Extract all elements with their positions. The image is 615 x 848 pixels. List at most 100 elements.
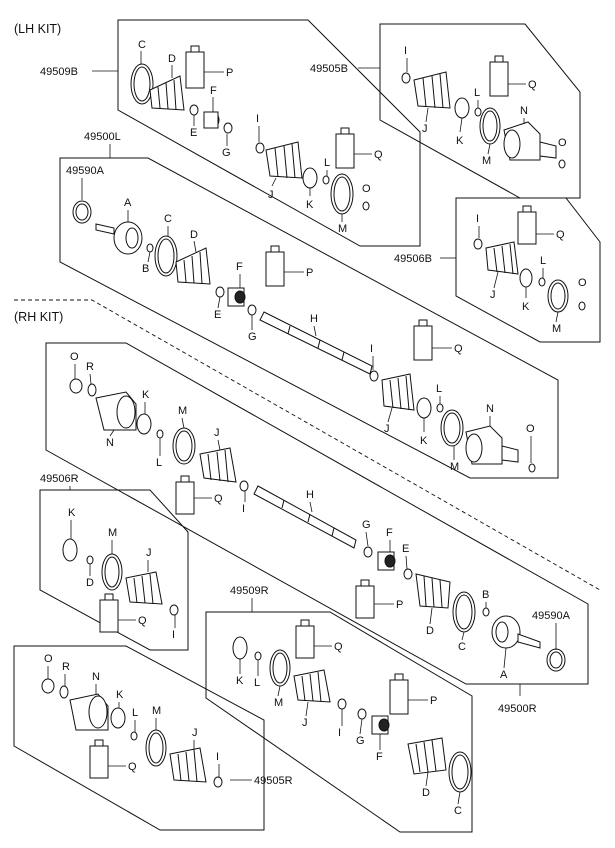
- small-ring: [254, 651, 262, 661]
- small-ring: [538, 277, 546, 287]
- grease-tube: [175, 481, 195, 515]
- snap-ring: [215, 286, 225, 298]
- small-ring: [130, 731, 138, 741]
- svg-text:P: P: [306, 267, 313, 279]
- large-clamp: [440, 409, 464, 447]
- svg-text:G: G: [356, 735, 365, 747]
- small-ring: [86, 555, 94, 565]
- lh-kit-heading: (LH KIT): [14, 22, 61, 36]
- group-49505b-outline: [379, 23, 581, 199]
- svg-text:O: O: [558, 137, 567, 149]
- rh-kit-heading: (RH KIT): [14, 310, 63, 324]
- svg-text:I: I: [256, 113, 259, 125]
- svg-text:J: J: [146, 547, 152, 559]
- svg-text:Q: Q: [214, 493, 223, 505]
- boot: [407, 737, 447, 775]
- circlip: [169, 604, 179, 616]
- svg-text:Q: Q: [334, 641, 343, 653]
- svg-text:K: K: [456, 135, 464, 147]
- svg-text:Q: Q: [138, 615, 147, 627]
- group-49500r-outline: [45, 342, 589, 685]
- svg-text:L: L: [254, 677, 260, 689]
- small-ring: [436, 403, 444, 413]
- svg-text:E: E: [402, 543, 409, 555]
- group-49506r-outline: [39, 489, 189, 651]
- o-ring: [416, 397, 432, 419]
- svg-text:E: E: [214, 309, 221, 321]
- svg-text:O: O: [70, 351, 79, 363]
- svg-text:F: F: [376, 751, 383, 763]
- o-ring: [136, 413, 152, 435]
- label-49509b: 49509B: [40, 66, 78, 78]
- group-49500l-outline: [59, 157, 559, 479]
- cap: [69, 378, 83, 394]
- stub-shaft: [517, 633, 541, 649]
- o-ring: [302, 167, 318, 189]
- grease-tube: [413, 325, 433, 361]
- circlip: [401, 72, 411, 84]
- svg-text:L: L: [156, 457, 162, 469]
- svg-text:C: C: [138, 39, 146, 51]
- svg-text:A: A: [500, 669, 508, 681]
- circlip: [473, 238, 483, 250]
- label-49506r: 49506R: [40, 473, 79, 485]
- clamp-ring: [154, 235, 178, 277]
- shaft: [253, 485, 357, 549]
- svg-text:J: J: [384, 423, 390, 435]
- cap: [362, 201, 370, 211]
- snap-ring: [189, 104, 199, 116]
- grease-tube: [335, 133, 355, 169]
- ring: [59, 685, 69, 699]
- svg-text:M: M: [274, 697, 283, 709]
- svg-text:M: M: [178, 405, 187, 417]
- svg-text:M: M: [552, 323, 561, 335]
- o-ring: [454, 97, 470, 119]
- svg-text:P: P: [430, 695, 437, 707]
- small-ring: [322, 175, 330, 185]
- svg-text:J: J: [490, 289, 496, 301]
- svg-text:N: N: [486, 403, 494, 415]
- svg-text:B: B: [142, 263, 149, 275]
- svg-text:R: R: [86, 361, 94, 373]
- svg-text:I: I: [404, 45, 407, 57]
- grease-tube: [185, 51, 205, 89]
- svg-text:F: F: [210, 85, 217, 97]
- inner-boot: [169, 747, 207, 783]
- svg-text:P: P: [396, 599, 403, 611]
- svg-text:K: K: [522, 301, 530, 313]
- svg-text:R: R: [62, 661, 70, 673]
- svg-text:M: M: [450, 461, 459, 473]
- svg-text:I: I: [370, 343, 373, 355]
- grease-tube: [265, 251, 285, 287]
- svg-text:I: I: [242, 503, 245, 515]
- o-ring: [110, 707, 126, 729]
- circlip: [239, 480, 249, 492]
- cap: [41, 678, 55, 694]
- svg-text:K: K: [142, 389, 150, 401]
- svg-text:I: I: [172, 629, 175, 641]
- group-49506b-outline: [455, 197, 601, 343]
- sensor-ring: [72, 200, 92, 224]
- circlip: [213, 776, 223, 788]
- svg-text:K: K: [116, 689, 124, 701]
- svg-text:O: O: [44, 653, 53, 665]
- ring: [87, 383, 97, 397]
- cap: [578, 301, 586, 311]
- svg-text:Q: Q: [528, 79, 537, 91]
- inner-boot: [125, 571, 163, 605]
- svg-text:C: C: [164, 213, 172, 225]
- inner-boot: [293, 669, 331, 703]
- circlip: [255, 142, 265, 154]
- cap: [558, 159, 566, 169]
- grease-tube: [489, 61, 509, 97]
- svg-text:M: M: [338, 223, 347, 235]
- svg-text:L: L: [132, 707, 138, 719]
- kit-divider-line: [14, 299, 601, 591]
- cap: [528, 463, 536, 473]
- svg-text:I: I: [216, 751, 219, 763]
- svg-text:O: O: [578, 277, 587, 289]
- svg-text:K: K: [420, 435, 428, 447]
- svg-text:J: J: [302, 717, 308, 729]
- label-49506b: 49506B: [394, 253, 432, 265]
